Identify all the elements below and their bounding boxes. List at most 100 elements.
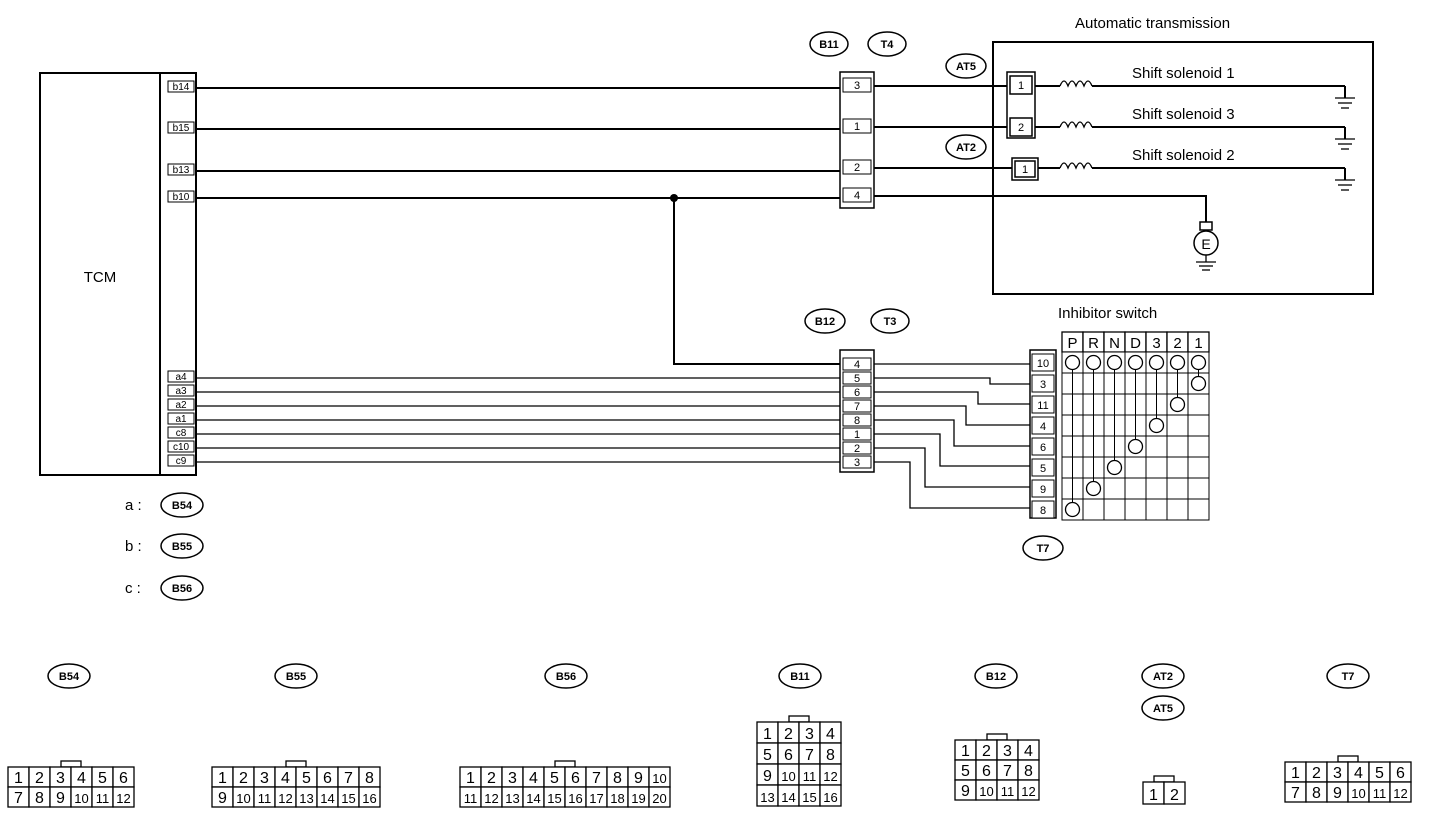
- face-pin-7: 7: [1291, 785, 1300, 802]
- face-tag-oval: [544, 663, 588, 689]
- face-cell: [1389, 781, 1412, 803]
- face-pin-6: 6: [323, 770, 332, 787]
- b12-pin-box: [842, 371, 872, 385]
- face-pin-11: 11: [464, 791, 478, 806]
- face-tag-b12: B12: [986, 671, 1006, 683]
- face-tag-oval: [778, 663, 822, 689]
- legend-a-label: a :: [125, 497, 142, 514]
- inhibitor-col-3: 3: [1152, 335, 1160, 352]
- inhibitor-contact: [1085, 480, 1102, 497]
- inhibitor-contact: [1169, 396, 1186, 413]
- tcm-pin-box: [167, 384, 195, 397]
- inhibitor-pin-3: 3: [1040, 379, 1046, 391]
- face-pin-2: 2: [1170, 787, 1179, 804]
- legend-c-label: c :: [125, 580, 141, 597]
- face-pin-11: 11: [258, 791, 272, 806]
- t4-tag: T4: [881, 39, 895, 51]
- face-pin-12: 12: [823, 769, 837, 784]
- inhibitor-grid-cell: [1082, 498, 1105, 521]
- face-pin-13: 13: [299, 791, 313, 806]
- inhibitor-col-2: 2: [1173, 335, 1181, 352]
- inhibitor-col-1: 1: [1194, 335, 1202, 352]
- legend-a-tag: B54: [172, 500, 193, 512]
- face-tag-b55: B55: [286, 671, 306, 683]
- face-pin-2: 2: [1312, 765, 1321, 782]
- face-pin-5: 5: [961, 763, 970, 780]
- face-pin-11: 11: [96, 791, 110, 806]
- face-pin-8: 8: [613, 770, 622, 787]
- face-tag-b56: B56: [556, 671, 576, 683]
- inhibitor-pin-6: 6: [1040, 442, 1046, 454]
- face-pin-7: 7: [344, 770, 353, 787]
- inhibitor-pin-box: [1031, 374, 1055, 393]
- face-pin-12: 12: [1393, 786, 1407, 801]
- at5-pin-2: 2: [1018, 122, 1024, 134]
- face-pin-4: 4: [1354, 765, 1363, 782]
- face-pin-4: 4: [1024, 743, 1033, 760]
- face-pin-16: 16: [823, 790, 837, 805]
- face-cell: [358, 786, 381, 808]
- tcm-pin-b14: b14: [173, 82, 190, 93]
- face-pin-4: 4: [77, 770, 86, 787]
- face-latch: [60, 760, 82, 768]
- face-pin-18: 18: [610, 791, 624, 806]
- face-pin-16: 16: [568, 791, 582, 806]
- inhibitor-contact: [1190, 354, 1207, 371]
- at5-pin-1: 1: [1018, 80, 1024, 92]
- tcm-pin-box: [167, 426, 195, 439]
- tcm-pin-box: [167, 440, 195, 453]
- face-pin-6: 6: [784, 747, 793, 764]
- inhibitor-pin-box: [1031, 479, 1055, 498]
- face-tag-oval: [274, 663, 318, 689]
- face-pin-12: 12: [116, 791, 130, 806]
- tcm-pin-b13: b13: [173, 165, 190, 176]
- face-pin-11: 11: [803, 769, 817, 784]
- inhibitor-col-N: N: [1109, 335, 1120, 352]
- face-pin-14: 14: [320, 791, 334, 806]
- face-cell: [648, 786, 671, 808]
- face-pin-6: 6: [1396, 765, 1405, 782]
- inhibitor-pin-box: [1031, 416, 1055, 435]
- face-pin-1: 1: [1291, 765, 1300, 782]
- shift-solenoid-3: Shift solenoid 3: [1035, 106, 1355, 150]
- t3-tag: T3: [884, 316, 897, 328]
- inhibitor-grid-cell: [1103, 498, 1126, 521]
- tcm-pin-c9: c9: [176, 456, 187, 467]
- tcm-pin-a4: a4: [175, 372, 187, 383]
- inhibitor-pin-10: 10: [1037, 358, 1049, 370]
- b11-pin-2: 2: [854, 162, 860, 174]
- inhibitor-grid-cell: [1103, 477, 1126, 500]
- face-pin-8: 8: [365, 770, 374, 787]
- tcm-pin-box: [167, 80, 195, 93]
- face-pin-2: 2: [239, 770, 248, 787]
- b12-pin-8: 8: [854, 415, 860, 427]
- inhibitor-grid-cell: [1187, 456, 1210, 479]
- face-pin-7: 7: [14, 790, 23, 807]
- face-pin-3: 3: [56, 770, 65, 787]
- inhibitor-grid-cell: [1166, 414, 1189, 437]
- inhibitor-col-D: D: [1130, 335, 1141, 352]
- face-pin-10: 10: [236, 791, 250, 806]
- inhibitor-grid-cell: [1187, 435, 1210, 458]
- inhibitor-grid-cell: [1166, 456, 1189, 479]
- shift-solenoid-2: Shift solenoid 2: [1038, 147, 1355, 191]
- at2-tag: AT2: [956, 142, 976, 154]
- solenoid-1-label: Shift solenoid 1: [1132, 65, 1235, 82]
- face-pin-3: 3: [260, 770, 269, 787]
- inhibitor-grid-cell: [1124, 456, 1147, 479]
- face-pin-3: 3: [805, 726, 814, 743]
- b12-pin-1: 1: [854, 429, 860, 441]
- face-tag-b11: B11: [790, 671, 810, 683]
- face-pin-1: 1: [1149, 787, 1158, 804]
- face-pin-11: 11: [1001, 784, 1015, 799]
- face-pin-8: 8: [1024, 763, 1033, 780]
- face-pin-6: 6: [982, 763, 991, 780]
